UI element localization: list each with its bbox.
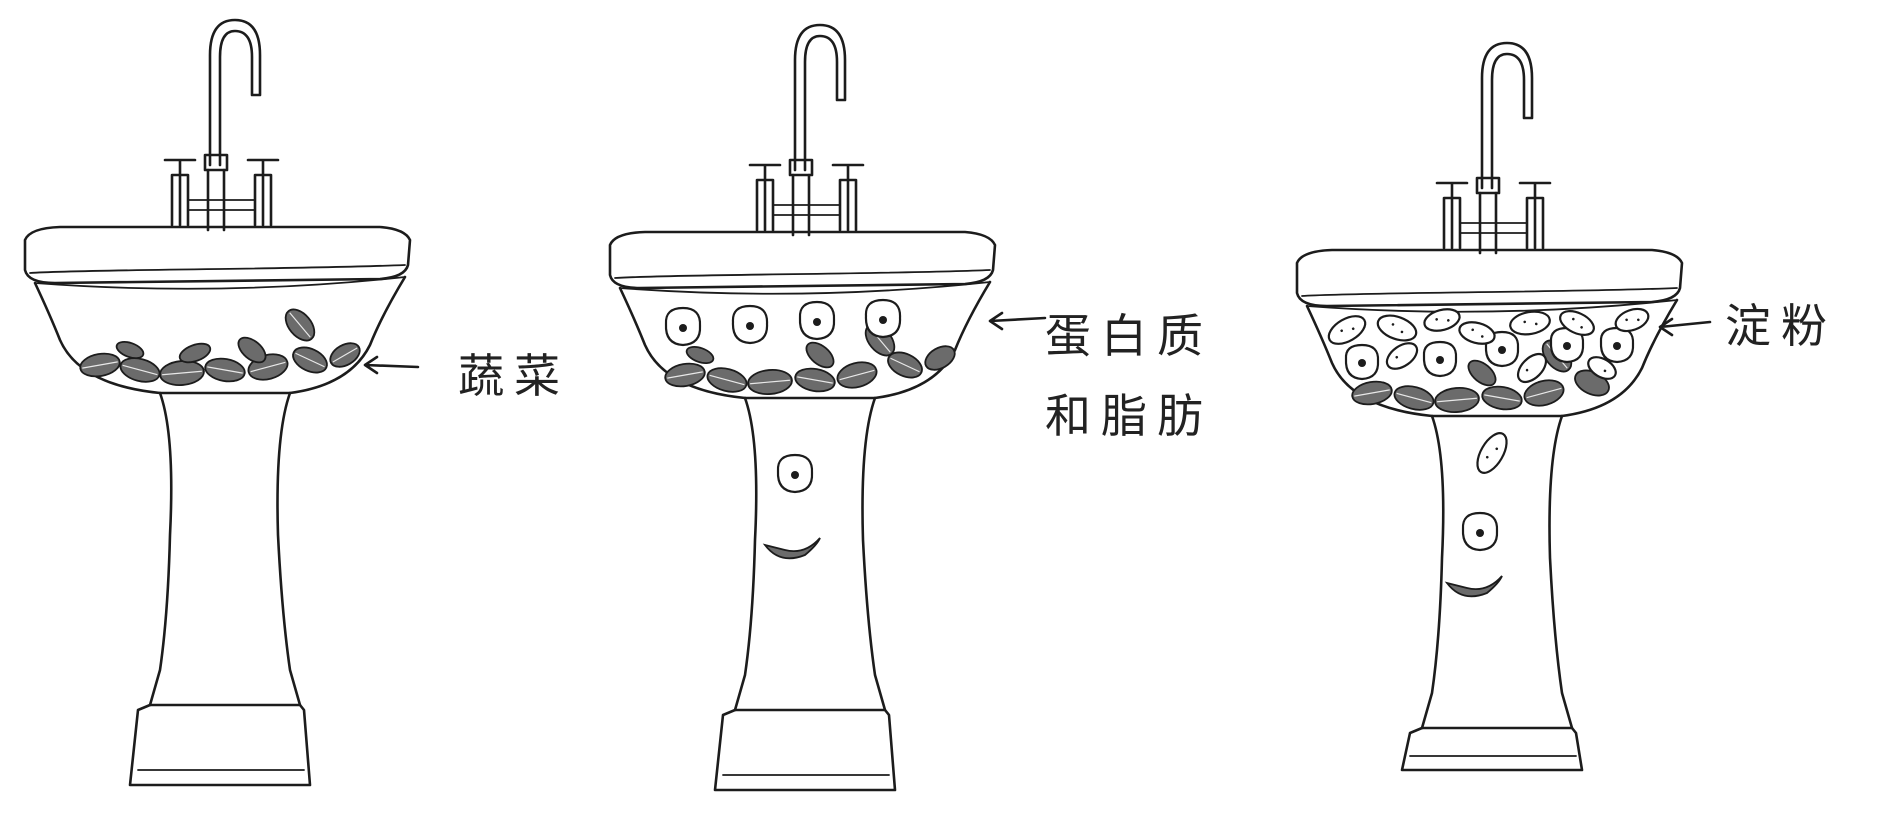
label-protein-fat-line2: 和脂肪 [1045, 389, 1213, 443]
label-starch: 淀粉 [1725, 299, 1837, 353]
label-arrow [1660, 319, 1710, 335]
sink-vegetables [25, 20, 418, 785]
sink-drawing [25, 20, 410, 785]
label-arrow [365, 357, 418, 373]
sink-drawing [610, 25, 995, 790]
sink-drawing [1297, 43, 1682, 770]
label-vegetables: 蔬菜 [458, 349, 570, 403]
leaf-layer [78, 304, 363, 387]
sink-protein-fat [610, 25, 1045, 790]
label-arrow [990, 313, 1045, 329]
sink-starch [1297, 43, 1710, 770]
leaf-layer [663, 319, 958, 558]
label-protein-fat-line1: 蛋白质 [1045, 309, 1213, 363]
